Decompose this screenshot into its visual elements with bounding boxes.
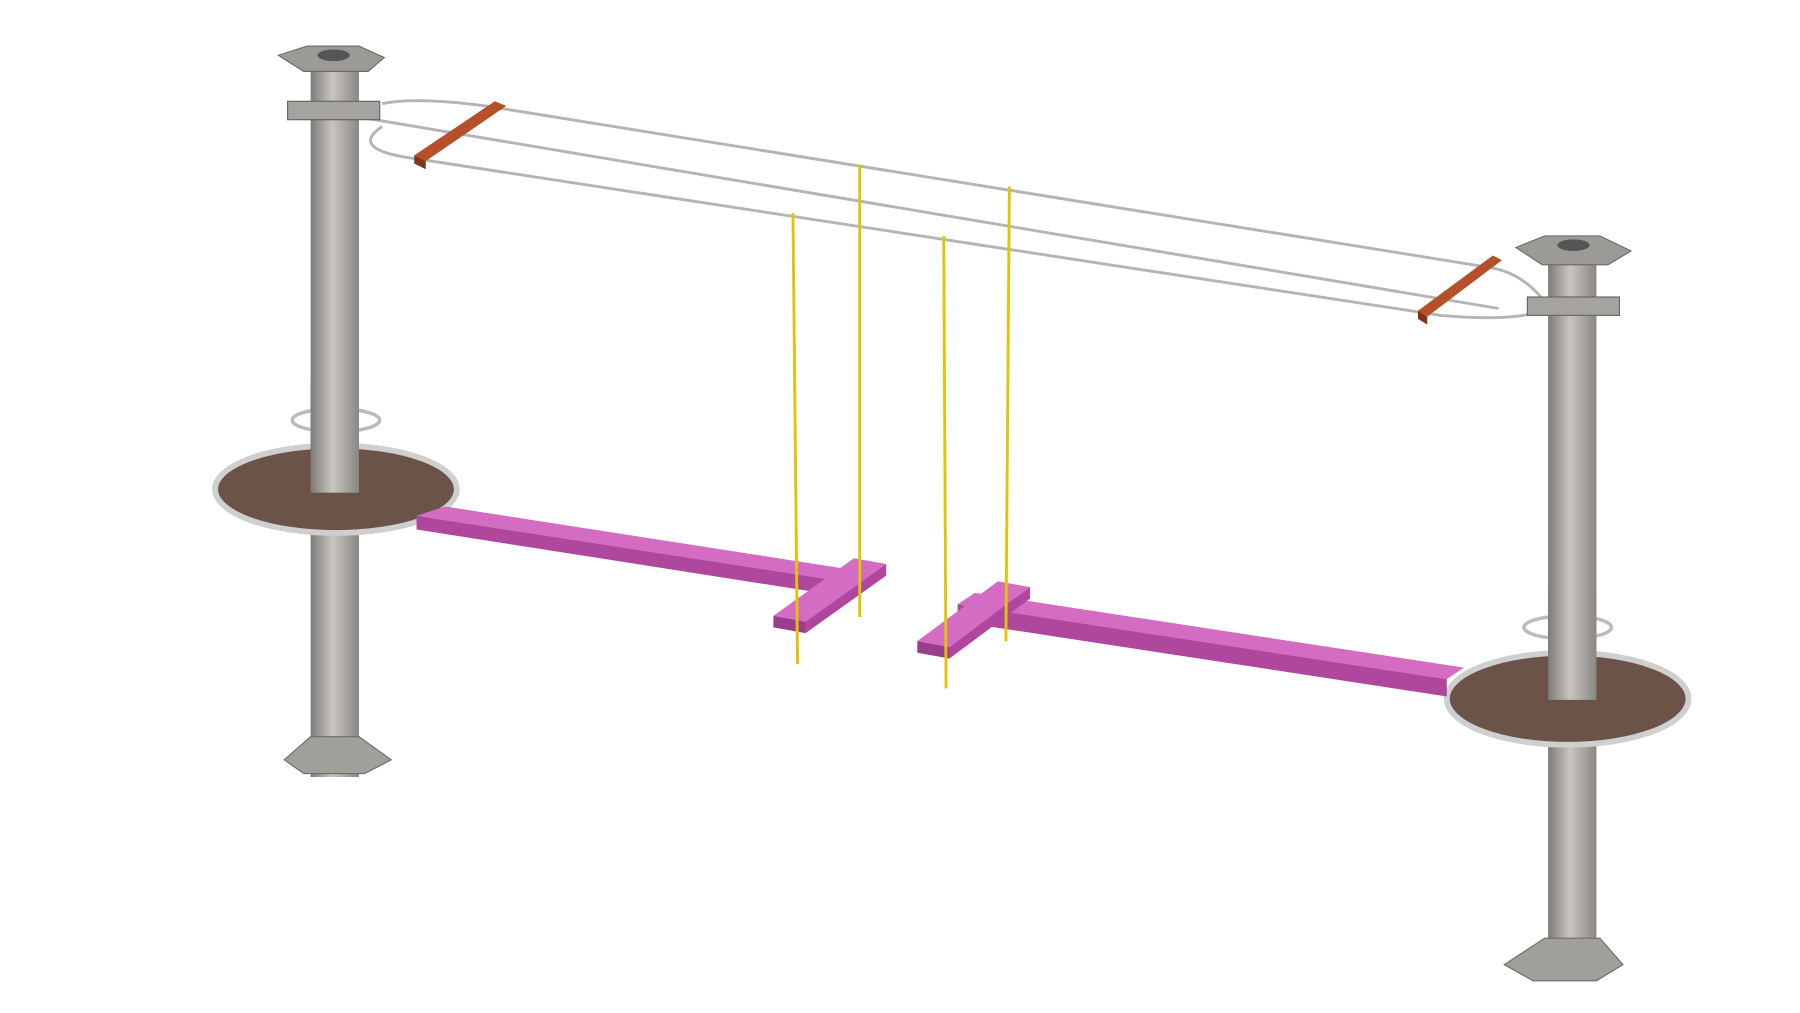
hanging-ropes (791, 164, 1011, 689)
rope-3 (942, 235, 948, 689)
steel-cables (347, 99, 1546, 320)
cable-upper (381, 99, 1546, 303)
right-pole (1443, 235, 1692, 982)
left-base-plate (283, 736, 393, 775)
left-pole (212, 45, 460, 778)
cable-lower (369, 125, 1546, 320)
rope-1 (791, 212, 799, 665)
right-base-plate (1503, 937, 1624, 982)
right-cable-clamp (1526, 296, 1621, 316)
left-cable-clamp (287, 100, 381, 121)
wooden-spacer-right (1418, 255, 1503, 325)
cable-middle (347, 113, 1499, 310)
wooden-spacer-left (414, 101, 507, 170)
left-beam-t-end (773, 558, 887, 622)
rope-4 (1004, 186, 1011, 642)
left-balance-beam (416, 506, 887, 634)
right-balance-beam (917, 581, 1465, 697)
